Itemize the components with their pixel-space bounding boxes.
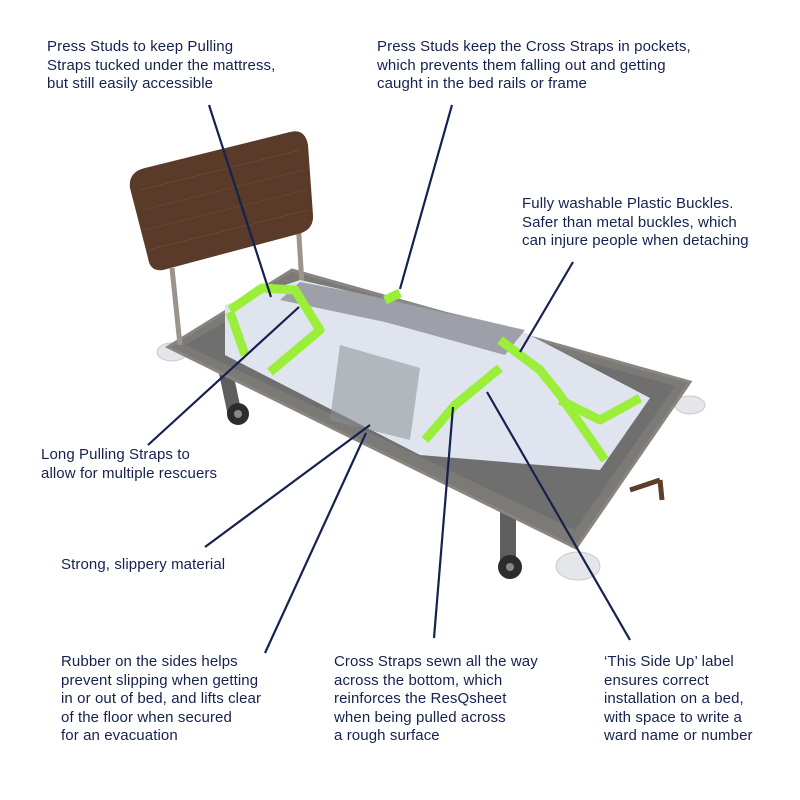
crank-handle: [629, 477, 665, 501]
leader-long-pulling: [147, 306, 300, 446]
leader-press-studs-cross: [398, 104, 454, 290]
resq-sheet: [225, 280, 650, 470]
green-straps: [225, 283, 643, 463]
callout-this-side-up: ‘This Side Up’ label ensures correct ins…: [604, 653, 753, 744]
callout-cross-straps: Cross Straps sewn all the way across the…: [334, 653, 538, 744]
callout-buckles: Fully washable Plastic Buckles. Safer th…: [522, 195, 749, 249]
leader-rubber: [264, 432, 367, 654]
callout-long-pulling: Long Pulling Straps to allow for multipl…: [41, 446, 218, 482]
leader-cross-straps: [432, 406, 455, 639]
leader-press-studs-pulling: [207, 104, 273, 298]
callout-rubber: Rubber on the sides helps prevent slippi…: [61, 653, 262, 744]
headboard: [129, 131, 314, 271]
leader-lines: [147, 104, 631, 654]
leader-buckles: [519, 261, 574, 353]
leader-this-side-up: [486, 391, 631, 641]
callout-material: Strong, slippery material: [61, 556, 226, 573]
rubber-strip: [280, 282, 525, 355]
leader-material: [204, 424, 371, 548]
callout-press-studs-cross: Press Studs keep the Cross Straps in poc…: [377, 38, 691, 92]
callout-press-studs-pulling: Press Studs to keep Pulling Straps tucke…: [47, 38, 276, 92]
